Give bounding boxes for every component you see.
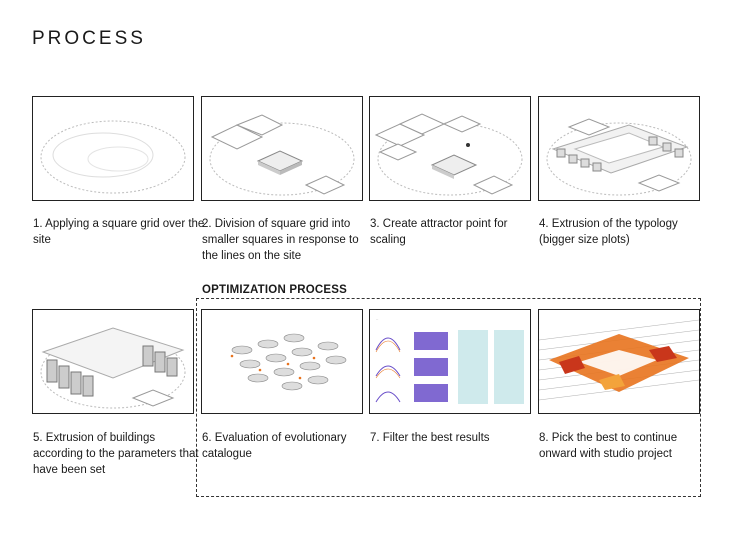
step-7-caption: 7. Filter the best results: [370, 432, 490, 444]
step-8-diagram: [538, 309, 700, 414]
step-1-caption: 1. Applying a square grid over the site: [33, 218, 205, 246]
optimization-title: OPTIMIZATION PROCESS: [202, 284, 347, 296]
step-7-diagram: —: [369, 309, 531, 414]
page-title: PROCESS: [32, 28, 146, 49]
optimization-group-border: [196, 298, 701, 497]
step-2-diagram: [201, 96, 363, 201]
step-4-caption: 4. Extrusion of the typology (bigger siz…: [539, 218, 678, 246]
step-3-diagram: [369, 96, 531, 201]
step-1-diagram: [32, 96, 194, 201]
step-5-caption: 5. Extrusion of buildings according to t…: [33, 432, 199, 476]
step-8-caption: 8. Pick the best to continue onward with…: [539, 432, 678, 460]
step-6-diagram: [201, 309, 363, 414]
step-2-caption: 2. Division of square grid into smaller …: [202, 218, 359, 262]
step-3-caption: 3. Create attractor point for scaling: [370, 218, 508, 246]
step-4-diagram: [538, 96, 700, 201]
step-5-diagram: [32, 309, 194, 414]
step-6-caption: 6. Evaluation of evolutionary catalogue: [202, 432, 347, 460]
svg-text:—: —: [376, 319, 379, 321]
